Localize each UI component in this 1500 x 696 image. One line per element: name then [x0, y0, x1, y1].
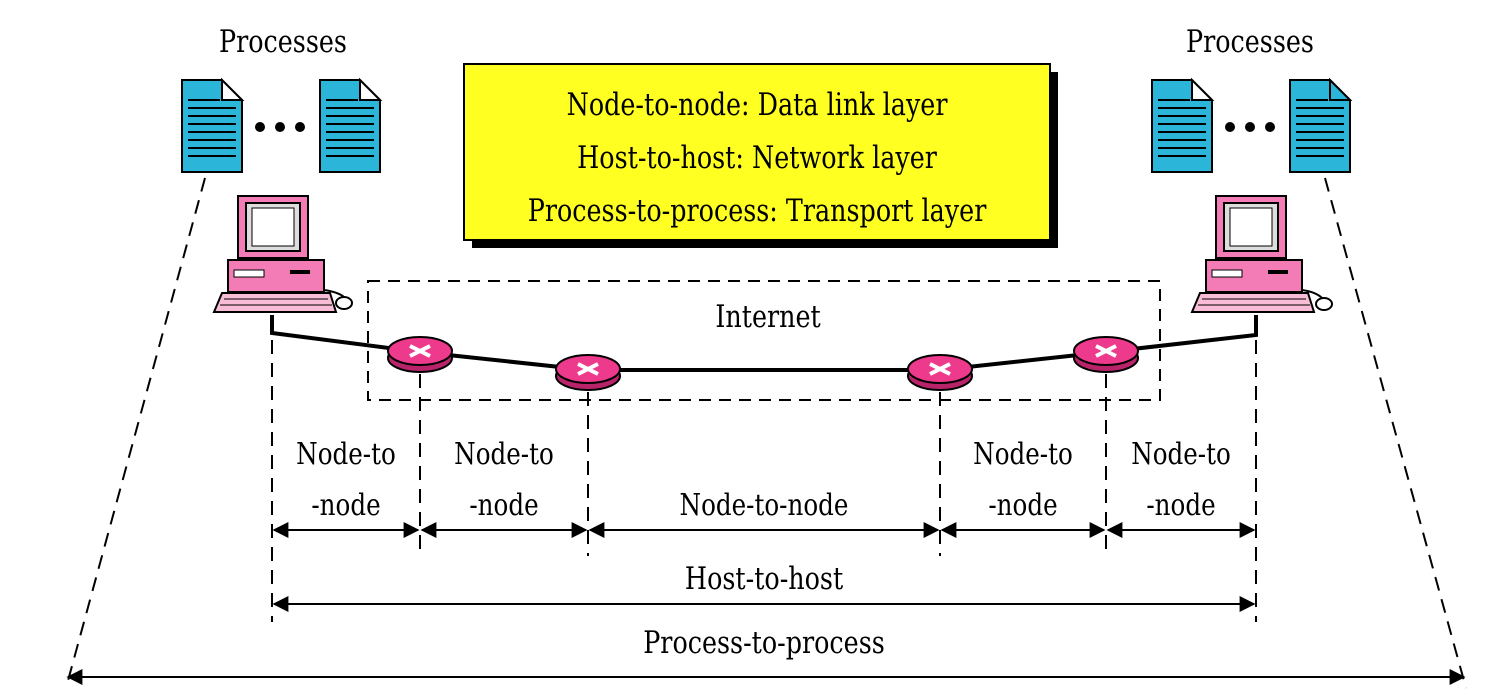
left-document-icon-2: [319, 77, 383, 173]
right-ellipsis-icon: [1225, 122, 1275, 132]
host-to-host-label: Host-to-host: [685, 561, 844, 597]
right-document-icon-1: [1151, 77, 1215, 173]
process-to-process-label: Process-to-process: [643, 625, 885, 661]
segment-4-label-line1: Node-to: [973, 438, 1073, 472]
right-computer-icon: [1190, 195, 1333, 313]
network-link: [270, 315, 1258, 372]
legend-line-transport: Process-to-process: Transport layer: [528, 193, 987, 229]
router-icon-4: [1073, 336, 1139, 373]
process-scope-lines: [65, 177, 1467, 689]
segment-1-label-line2: -node: [311, 489, 380, 523]
left-ellipsis-icon: [255, 122, 305, 132]
legend-box: Node-to-node: Data link layer Host-to-ho…: [463, 63, 1058, 248]
segment-2-label-line2: -node: [469, 489, 538, 523]
right-document-icon-2: [1289, 77, 1353, 173]
legend-line-data-link: Node-to-node: Data link layer: [567, 87, 948, 123]
left-computer-icon: [212, 195, 353, 313]
segment-2-label-line1: Node-to: [454, 438, 554, 472]
router-icon-1: [387, 336, 453, 373]
router-icon-3: [907, 354, 973, 391]
internet-box: [367, 280, 1161, 401]
left-document-icon-1: [181, 77, 245, 173]
segment-dividers: [271, 340, 1257, 622]
segment-4-label-line2: -node: [988, 489, 1057, 523]
left-processes-label: Processes: [219, 24, 347, 60]
segment-5-label-line1: Node-to: [1131, 438, 1231, 472]
segment-3-label: Node-to-node: [680, 489, 849, 523]
internet-label: Internet: [715, 299, 821, 335]
right-processes-label: Processes: [1186, 24, 1314, 60]
segment-5-label-line2: -node: [1146, 489, 1215, 523]
segment-1-label-line1: Node-to: [296, 438, 396, 472]
legend-line-network: Host-to-host: Network layer: [577, 140, 937, 176]
router-icon-2: [555, 354, 621, 391]
